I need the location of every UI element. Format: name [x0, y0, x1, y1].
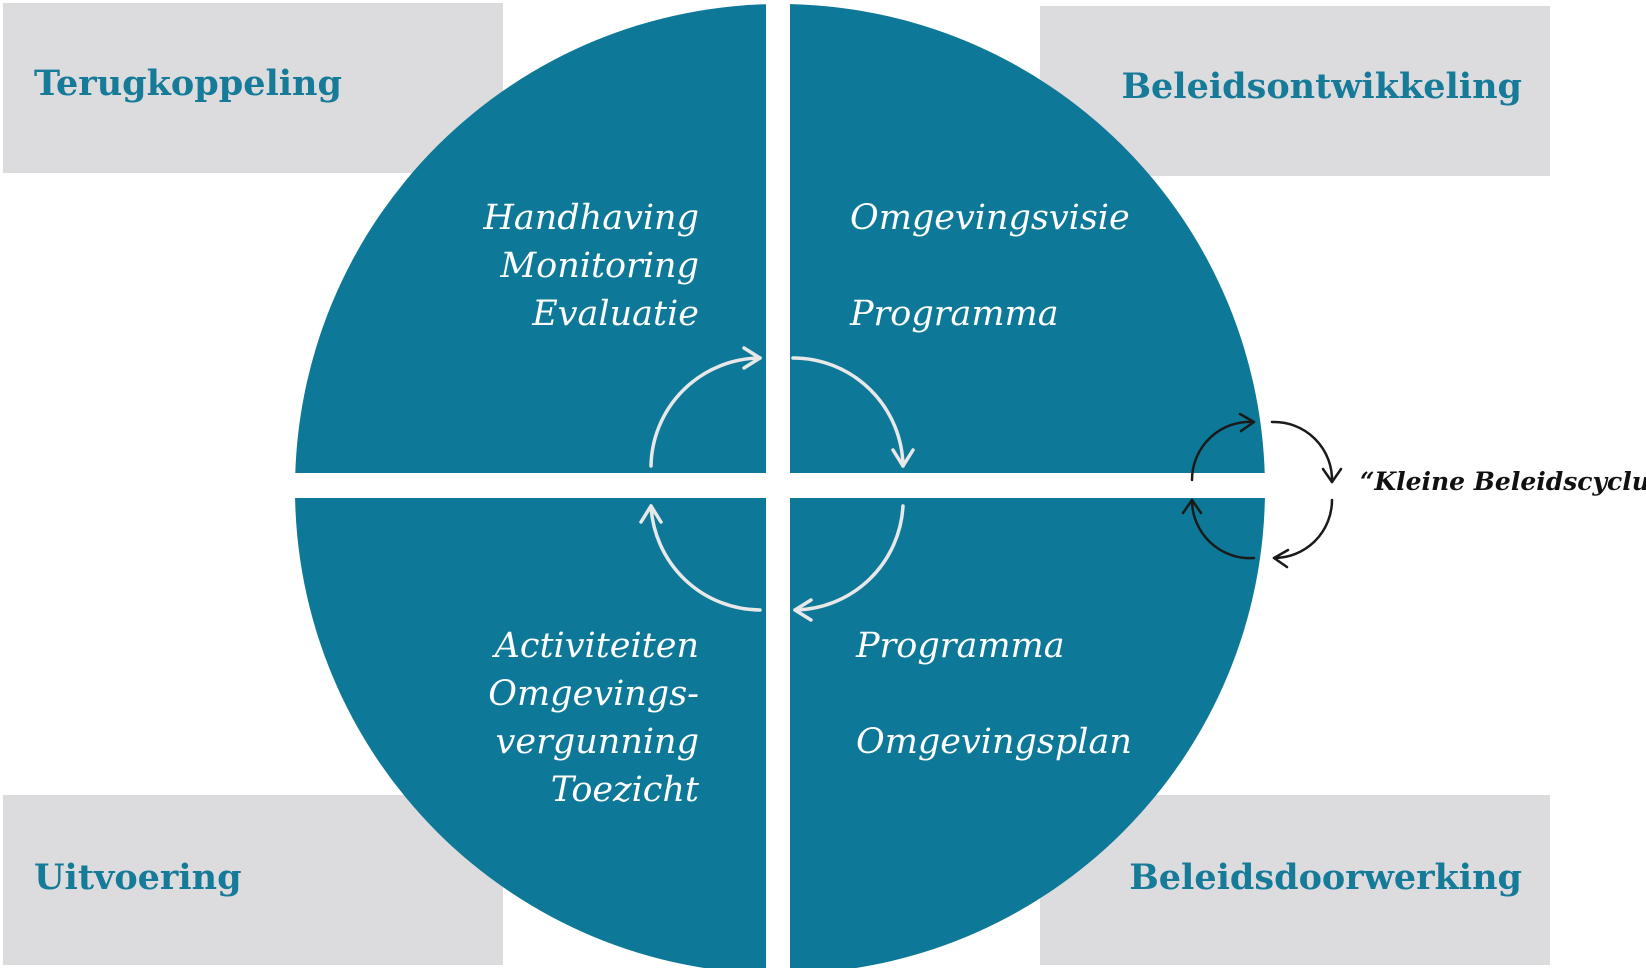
arrow-to-beleidsontwikkeling-icon	[649, 356, 762, 468]
arrowhead-up-icon	[639, 504, 663, 524]
arrowhead-left-icon	[793, 598, 813, 622]
small-cycle-arrows	[1181, 412, 1343, 569]
arrowhead-down-icon	[891, 448, 915, 468]
small-arrowhead-left-icon	[1272, 548, 1290, 569]
cycle-arrows	[639, 346, 915, 622]
item-activiteiten: Activiteiten	[492, 626, 699, 666]
phase-label-beleidsontwikkeling: Beleidsontwikkeling	[1121, 66, 1522, 107]
arrow-to-uitvoering-icon	[793, 504, 905, 612]
item-omgevingsplan: Omgevingsplan	[856, 722, 1132, 762]
phase-label-beleidsdoorwerking: Beleidsdoorwerking	[1129, 857, 1522, 898]
small-arrowhead-right-icon	[1238, 412, 1256, 433]
item-toezicht: Toezicht	[551, 770, 700, 810]
small-arrowhead-down-icon	[1321, 467, 1343, 484]
small-arrow-top-right-icon	[1270, 420, 1334, 484]
item-omgevingsvisie: Omgevingsvisie	[850, 198, 1130, 238]
band-top-right	[1040, 6, 1550, 176]
item-omgevings: Omgevings-	[488, 674, 699, 714]
phase-label-terugkoppeling: Terugkoppeling	[34, 63, 342, 104]
small-arrow-bottom-right-icon	[1272, 498, 1334, 560]
band-bottom-left	[3, 795, 503, 965]
arrow-to-beleidsdoorwerking-icon	[791, 356, 905, 468]
small-arrow-bottom-left-icon	[1190, 498, 1256, 560]
small-arrow-top-left-icon	[1190, 420, 1256, 482]
cycle-circle	[295, 4, 1265, 968]
item-vergunning: vergunning	[496, 722, 699, 762]
item-handhaving: Handhaving	[482, 198, 699, 238]
item-monitoring: Monitoring	[499, 246, 699, 286]
item-evaluatie: Evaluatie	[531, 294, 699, 334]
arrowhead-right-icon	[742, 346, 762, 370]
arrow-to-terugkoppeling-icon	[649, 504, 762, 612]
phase-label-uitvoering: Uitvoering	[34, 857, 242, 898]
item-programma-bottom: Programma	[855, 626, 1065, 666]
small-cycle-label: “Kleine Beleidscyclus	[1360, 467, 1646, 496]
band-top-left	[3, 3, 503, 173]
item-programma-top: Programma	[849, 294, 1059, 334]
small-arrowhead-up-icon	[1181, 498, 1203, 515]
